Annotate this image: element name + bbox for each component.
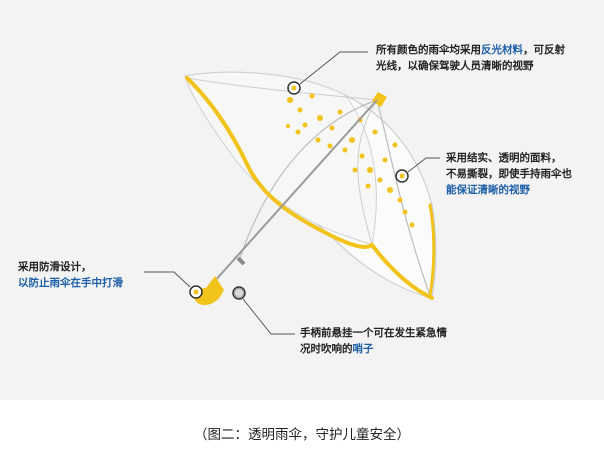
callout-text: 况时吹响的 — [300, 343, 353, 355]
star-pattern — [286, 93, 415, 228]
leader-line-whistle — [242, 298, 295, 335]
canopy-yellow-trim — [370, 243, 434, 300]
leader-line-reflective — [299, 51, 368, 85]
callout-text: ，可反射 — [523, 44, 565, 56]
callout-marker-whistle — [232, 286, 246, 300]
callout-text: 光线，以确保驾驶人员清晰的视野 — [376, 60, 534, 72]
umbrella-shaft — [212, 99, 378, 284]
umbrella-illustration — [144, 51, 440, 335]
callout-marker-reflective — [287, 81, 301, 95]
umbrella-handle — [194, 276, 224, 306]
callout-anti-slip: 采用防滑设计， 以防止雨伞在手中打滑 — [18, 259, 123, 291]
callout-text: 不易撕裂，即使手持雨伞也 — [446, 168, 572, 180]
callout-highlight: 以防止雨伞在手中打滑 — [18, 277, 123, 289]
whistle-icon — [234, 288, 244, 298]
figure-caption: （图二：透明雨伞，守护儿童安全） — [194, 427, 410, 443]
callout-reflective-material: 所有颜色的雨伞均采用反光材料，可反射 光线，以确保驾驶人员清晰的视野 — [376, 42, 565, 74]
umbrella-tip — [372, 92, 387, 107]
callout-marker-antislip — [189, 285, 203, 299]
callout-transparent-fabric: 采用结实、透明的面料， 不易撕裂，即使手持雨伞也 能保证清晰的视野 — [446, 150, 572, 198]
callout-text: 所有颜色的雨伞均采用 — [376, 44, 481, 56]
umbrella-rib — [376, 99, 431, 297]
callout-text: 手柄前悬挂一个可在发生紧急情 — [300, 327, 447, 339]
callout-highlight: 能保证清晰的视野 — [446, 184, 530, 196]
callout-text: 采用防滑设计， — [18, 261, 92, 273]
callout-text: 采用结实、透明的面料， — [446, 152, 562, 164]
callout-highlight: 哨子 — [352, 343, 374, 355]
umbrella-figure: 所有颜色的雨伞均采用反光材料，可反射 光线，以确保驾驶人员清晰的视野 采用结实、… — [0, 0, 604, 400]
umbrella-rib — [357, 99, 378, 246]
leader-line-fabric — [407, 157, 440, 173]
callout-marker-fabric — [395, 169, 409, 183]
callout-highlight: 反光材料 — [481, 44, 523, 56]
umbrella-runner — [236, 256, 246, 266]
canopy-yellow-trim — [185, 76, 374, 249]
callout-whistle: 手柄前悬挂一个可在发生紧急情 况时吹响的哨子 — [300, 325, 447, 357]
umbrella-rib — [239, 99, 378, 259]
umbrella-inner-panel — [184, 71, 377, 246]
canopy-yellow-trim — [428, 203, 436, 298]
leader-line-antislip — [144, 271, 191, 288]
